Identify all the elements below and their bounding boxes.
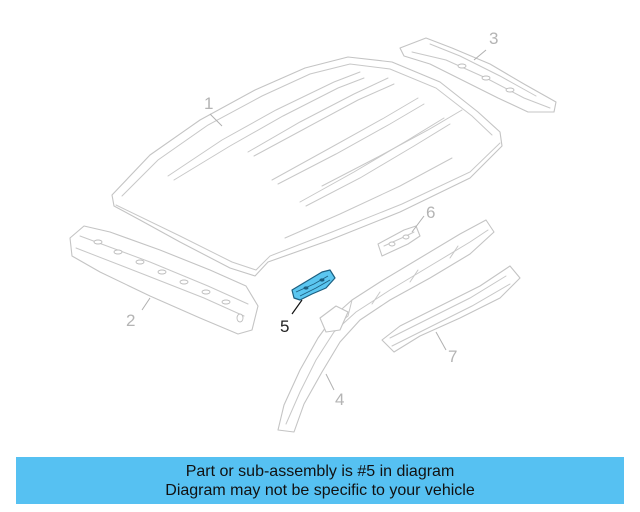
- callout-4: 4: [335, 390, 344, 409]
- leader-line-6: [411, 215, 425, 233]
- leader-line-1: [209, 113, 223, 127]
- highlighted-bracket-part-5: [291, 269, 336, 301]
- callout-3: 3: [489, 29, 498, 48]
- leader-line-5: [291, 299, 303, 315]
- roof-panel-part-1: [111, 56, 503, 277]
- callout-7: 7: [448, 347, 457, 366]
- callout-6: 6: [426, 203, 435, 222]
- info-banner: Part or sub-assembly is #5 in diagram Di…: [16, 457, 624, 504]
- callout-5: 5: [280, 317, 289, 336]
- reinforcement-part-7: [381, 265, 521, 353]
- leader-line-4: [325, 373, 335, 391]
- banner-line-part-number: Part or sub-assembly is #5 in diagram: [185, 462, 455, 480]
- parts-diagram: 1 2 3 4 5 6 7: [69, 29, 557, 433]
- rear-header-part-3: [399, 37, 557, 113]
- callout-2: 2: [126, 311, 135, 330]
- leader-line-3: [473, 49, 487, 61]
- callout-1: 1: [204, 94, 213, 113]
- banner-line-disclaimer: Diagram may not be specific to your vehi…: [165, 481, 475, 499]
- bracket-part-6: [377, 225, 421, 257]
- leader-line-2: [141, 297, 151, 311]
- roof-side-rail-part-4: [277, 219, 495, 433]
- leader-line-7: [435, 331, 447, 351]
- front-header-part-2: [69, 225, 259, 335]
